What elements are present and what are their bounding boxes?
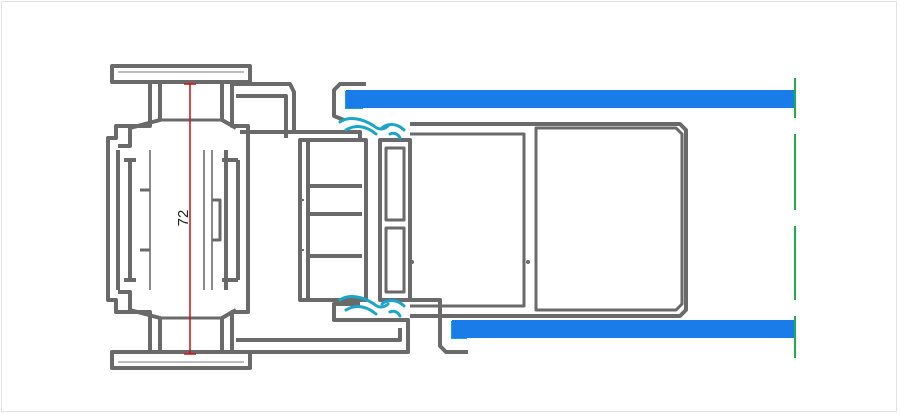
dimension-72: 72 <box>175 83 196 355</box>
glass-panes <box>346 90 794 338</box>
frame-profile <box>106 64 252 370</box>
inner-glass-pane <box>452 320 794 338</box>
dimension-label: 72 <box>175 210 192 227</box>
spacer-frame <box>378 122 688 318</box>
outer-glass-pane <box>346 90 794 108</box>
glazing-bead <box>332 82 468 354</box>
